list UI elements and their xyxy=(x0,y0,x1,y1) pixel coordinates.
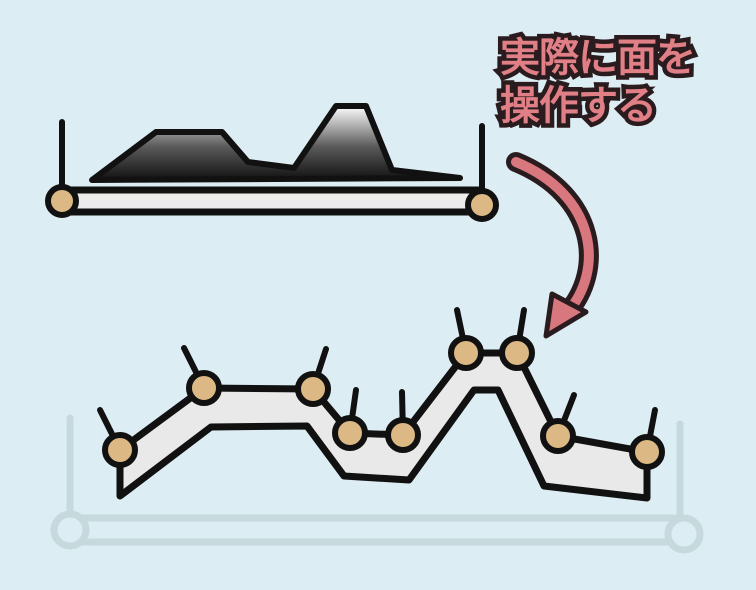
flat-rail-group xyxy=(45,103,499,222)
surface-joint-4 xyxy=(332,415,368,451)
rail-joint-right xyxy=(465,188,499,222)
caption-line-1: 実際に面を xyxy=(496,31,701,86)
terrain-silhouette xyxy=(89,103,463,183)
curved-arrow-head xyxy=(543,291,589,339)
surface-joint-8 xyxy=(540,418,576,454)
surface-joints xyxy=(102,335,665,470)
ghost-joint-left xyxy=(50,510,90,550)
ghost-joint-right xyxy=(664,514,704,554)
surface-joint-9 xyxy=(629,434,665,470)
rail-joint-left xyxy=(45,184,79,218)
caption-label: 実際に面を 操作する xyxy=(496,31,730,134)
surface-joint-5 xyxy=(385,417,421,453)
deformed-surface-group xyxy=(97,307,665,502)
surface-joint-1 xyxy=(102,432,138,468)
ghost-rail-group xyxy=(50,414,704,554)
flat-rail-plate xyxy=(58,186,486,216)
curved-arrow-body xyxy=(511,157,594,319)
surface-joint-2 xyxy=(186,370,222,406)
surface-joint-7 xyxy=(499,335,535,371)
ghost-rail-plate xyxy=(66,514,688,546)
surface-joint-3 xyxy=(295,371,331,407)
surface-joint-6 xyxy=(448,335,484,371)
caption-line-2: 操作する xyxy=(496,79,662,134)
curved-arrow xyxy=(506,152,599,339)
